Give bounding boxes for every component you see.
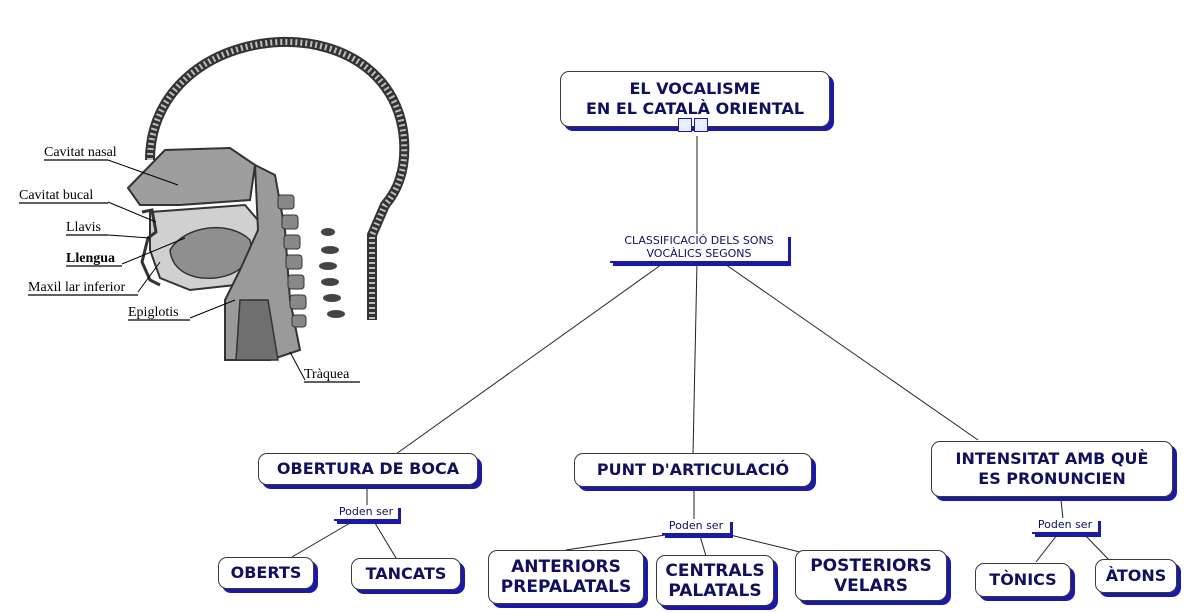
leaf-node-tonics[interactable]: TÒNICS xyxy=(975,563,1071,597)
leaf-node-tancats[interactable]: TANCATS xyxy=(351,558,461,590)
connector xyxy=(1084,534,1110,561)
label-trachea: Tràquea xyxy=(304,367,350,382)
connector xyxy=(291,522,351,558)
classification-line-2: VOCÀLICS SEGONS xyxy=(646,247,752,260)
connector xyxy=(692,261,698,455)
submap-icon[interactable] xyxy=(694,118,708,132)
trachea xyxy=(235,299,279,361)
connector xyxy=(1060,499,1064,520)
node-icons[interactable] xyxy=(678,118,708,132)
title-line-1: EL VOCALISME xyxy=(629,79,761,98)
leaf-node-oberts[interactable]: OBERTS xyxy=(218,557,314,589)
label-lower-jaw: Maxil lar inferior xyxy=(28,280,126,295)
classification-link-label[interactable]: CLASSIFICACIÓ DELS SONS VOCÀLICS SEGONS xyxy=(610,234,788,263)
head-anatomy-illustration: Cavitat nasal Cavitat bucal Llavis Lleng… xyxy=(19,36,410,383)
connector xyxy=(1035,534,1058,563)
connector xyxy=(395,261,666,455)
category-label: OBERTURA DE BOCA xyxy=(276,459,460,478)
category-label: PUNT D'ARTICULACIÓ xyxy=(596,460,790,479)
connector xyxy=(699,535,707,557)
category-label-line-1: INTENSITAT AMB QUÈ xyxy=(955,449,1149,468)
title-line-2: EN EL CATALÀ ORIENTAL xyxy=(585,99,805,118)
category-node[interactable]: INTENSITAT AMB QUÈ ES PRONUNCIEN xyxy=(931,441,1173,497)
label-underlines xyxy=(19,159,360,383)
poden-ser-link[interactable]: Poden ser xyxy=(334,505,398,521)
label-oral-cavity: Cavitat bucal xyxy=(19,188,93,203)
leaf-node-anteriors[interactable]: ANTERIORS PREPALATALS xyxy=(488,550,644,604)
note-icon[interactable] xyxy=(678,118,692,132)
category-label-line-2: ES PRONUNCIEN xyxy=(978,469,1126,488)
connector xyxy=(565,533,673,551)
vertebrae xyxy=(277,194,307,328)
category-node[interactable]: OBERTURA DE BOCA xyxy=(258,453,478,485)
label-epiglottis: Epiglotis xyxy=(128,305,179,320)
nasal-cavity xyxy=(126,146,257,206)
connector xyxy=(374,522,397,559)
label-lips: Llavis xyxy=(66,220,101,235)
leaf-node-atons[interactable]: ÀTONS xyxy=(1095,559,1177,593)
connector xyxy=(725,533,801,553)
connector xyxy=(721,261,979,441)
poden-ser-link[interactable]: Poden ser xyxy=(662,519,730,535)
category-node[interactable]: PUNT D'ARTICULACIÓ xyxy=(574,453,812,487)
classification-line-1: CLASSIFICACIÓ DELS SONS xyxy=(624,234,774,247)
label-nasal-cavity: Cavitat nasal xyxy=(44,145,117,160)
poden-ser-link[interactable]: Poden ser xyxy=(1032,518,1098,534)
cervical-spine xyxy=(319,228,345,318)
leaf-node-posteriors[interactable]: POSTERIORS VELARS xyxy=(795,550,947,601)
leaf-node-centrals[interactable]: CENTRALS PALATALS xyxy=(656,555,774,606)
label-tongue: Llengua xyxy=(66,251,115,266)
